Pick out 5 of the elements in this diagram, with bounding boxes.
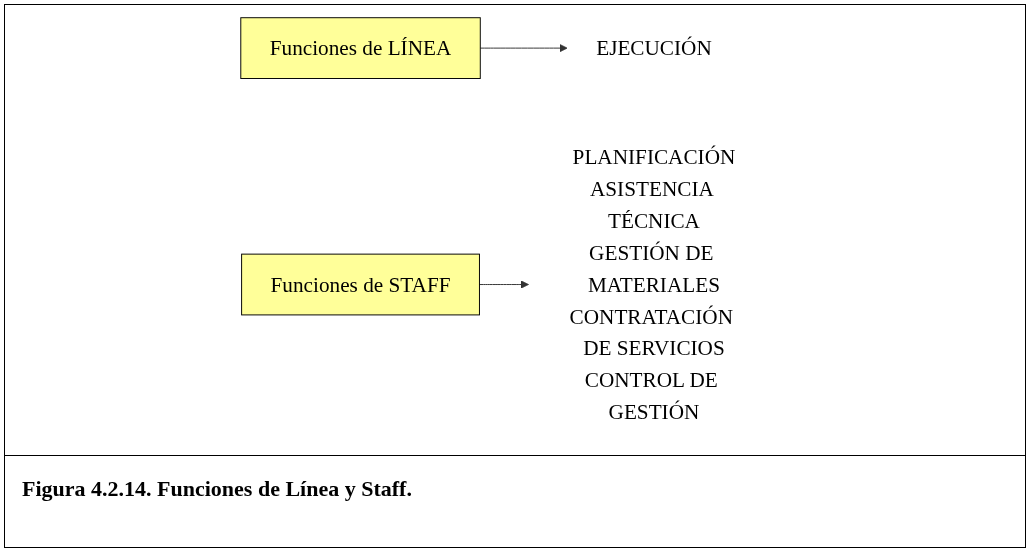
node-box: Funciones de STAFF [241, 253, 480, 316]
node-text: EJECUCIÓN [596, 36, 712, 61]
node-text: PLANIFICACIÓN ASISTENCIA TÉCNICA GESTIÓN DE MATERIALES CONTRATACIÓN DE SERVICIOS CONTROL DE GESTIÓN [569, 145, 736, 424]
figure-caption: Figura 4.2.14. Funciones de Línea y Staff. [22, 476, 412, 501]
node-box: Funciones de LÍNEA [240, 17, 481, 79]
